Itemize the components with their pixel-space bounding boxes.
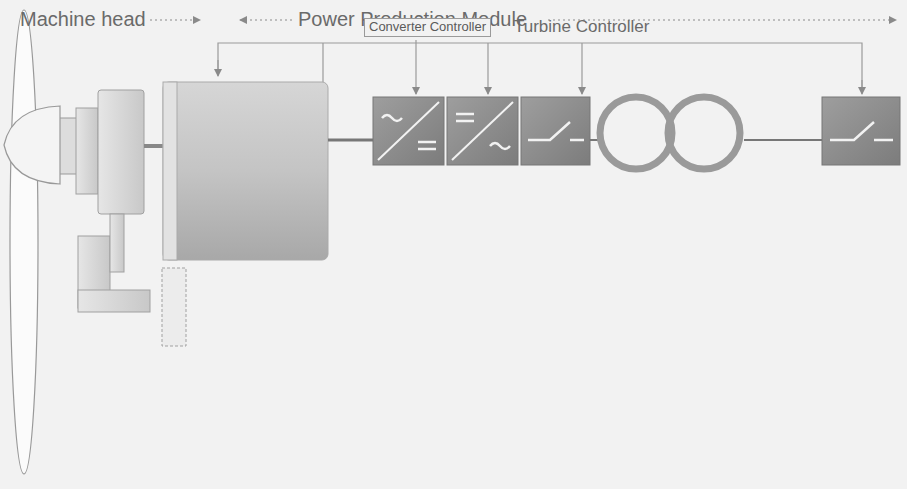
section-label: Machine head — [20, 8, 146, 31]
breaker-symbol — [822, 97, 900, 165]
controller-label: Turbine Controller — [514, 17, 649, 37]
controller-box: Converter Controller — [364, 18, 491, 37]
controller-name: Converter Controller — [369, 20, 486, 35]
inverter-symbol — [447, 97, 518, 165]
rotor — [4, 10, 78, 474]
breaker-symbol — [521, 97, 598, 165]
rectifier-symbol — [373, 97, 444, 165]
generator — [163, 82, 373, 260]
transformer-symbol — [600, 97, 822, 169]
